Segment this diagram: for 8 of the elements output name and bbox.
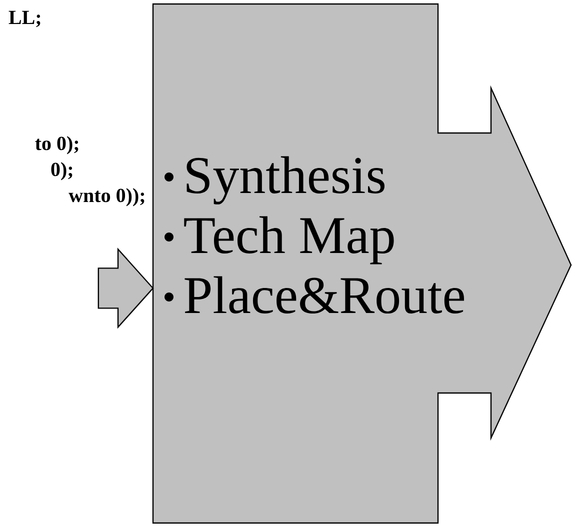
list-item: Tech Map	[184, 216, 394, 264]
list-item: Synthesis	[186, 156, 384, 204]
list-item: Place&Route	[184, 276, 464, 314]
code-line: 0);	[51, 162, 72, 180]
code-line: to 0);	[35, 136, 78, 154]
code-line: LL;	[8, 10, 40, 28]
code-line: wnto 0));	[68, 188, 144, 206]
block-arrow	[98, 248, 154, 329]
